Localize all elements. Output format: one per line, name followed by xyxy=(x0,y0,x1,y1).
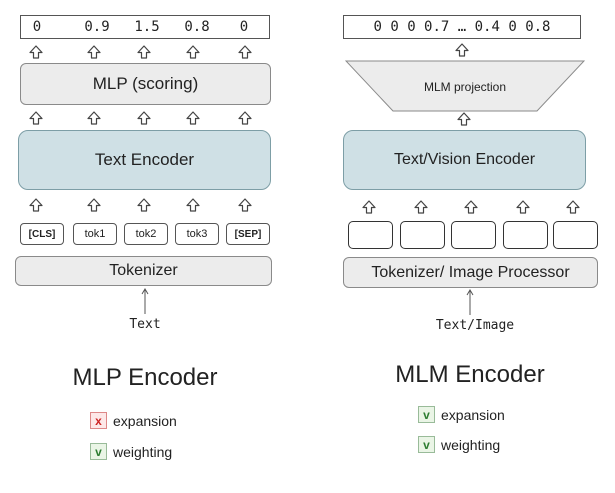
up-arrow-icon xyxy=(362,200,376,214)
up-arrow-icon xyxy=(29,45,43,59)
up-arrow-icon xyxy=(29,111,43,125)
up-arrow-icon xyxy=(87,198,101,212)
right-output-vector-text: 0 0 0 0.7 … 0.4 0 0.8 xyxy=(373,19,551,35)
empty-token-slot xyxy=(553,221,598,249)
left-output-value-1: 0 xyxy=(32,19,42,35)
up-arrow-icon xyxy=(186,111,200,125)
mlm-projection-label: MLM projection xyxy=(423,80,507,94)
up-arrow-icon xyxy=(186,198,200,212)
thin-up-arrow-icon xyxy=(466,289,474,315)
left-output-value-2: 0.9 xyxy=(84,19,110,35)
token-tok2: tok2 xyxy=(124,223,168,245)
tokenizer-block: Tokenizer xyxy=(15,256,272,286)
left-title: MLP Encoder xyxy=(72,364,218,391)
up-arrow-icon xyxy=(457,112,471,126)
legend-label: expansion xyxy=(441,406,505,423)
legend-label: weighting xyxy=(441,436,501,453)
up-arrow-icon xyxy=(464,200,478,214)
thin-up-arrow-icon xyxy=(141,288,149,314)
tokenizer-image-processor-block: Tokenizer/ Image Processor xyxy=(343,257,598,288)
up-arrow-icon xyxy=(137,198,151,212)
legend-label: weighting xyxy=(113,443,173,460)
cross-mark-icon: x xyxy=(90,412,107,429)
right-output-vector: 0 0 0 0.7 … 0.4 0 0.8 xyxy=(343,15,581,39)
up-arrow-icon xyxy=(87,111,101,125)
up-arrow-icon xyxy=(566,200,580,214)
right-legend-expansion: v expansion xyxy=(418,406,505,423)
left-output-value-4: 0.8 xyxy=(184,19,210,35)
mlp-scoring-block: MLP (scoring) xyxy=(20,63,271,105)
token-tok3: tok3 xyxy=(175,223,219,245)
empty-token-slot xyxy=(451,221,496,249)
up-arrow-icon xyxy=(238,198,252,212)
up-arrow-icon xyxy=(137,111,151,125)
right-input-label: Text/Image xyxy=(435,318,515,333)
tokenizer-image-processor-label: Tokenizer/ Image Processor xyxy=(371,263,570,281)
up-arrow-icon xyxy=(238,45,252,59)
left-output-value-3: 1.5 xyxy=(134,19,160,35)
up-arrow-icon xyxy=(238,111,252,125)
left-legend-weighting: v weighting xyxy=(90,443,172,460)
right-title: MLM Encoder xyxy=(395,361,545,388)
token-cls: [CLS] xyxy=(20,223,64,245)
left-input-label: Text xyxy=(129,317,161,332)
up-arrow-icon xyxy=(186,45,200,59)
empty-token-slot xyxy=(400,221,445,249)
token-tok1: tok1 xyxy=(73,223,117,245)
up-arrow-icon xyxy=(455,43,469,57)
empty-token-slot xyxy=(348,221,393,249)
left-output-scores: 0 0.9 1.5 0.8 0 xyxy=(20,15,270,39)
text-encoder-block: Text Encoder xyxy=(18,130,271,190)
left-output-value-5: 0 xyxy=(239,19,249,35)
tokenizer-label: Tokenizer xyxy=(109,262,178,279)
up-arrow-icon xyxy=(87,45,101,59)
up-arrow-icon xyxy=(137,45,151,59)
check-mark-icon: v xyxy=(418,406,435,423)
mlm-projection-trapezoid xyxy=(345,60,585,112)
up-arrow-icon xyxy=(29,198,43,212)
text-encoder-label: Text Encoder xyxy=(94,150,195,169)
text-vision-encoder-block: Text/Vision Encoder xyxy=(343,130,586,190)
up-arrow-icon xyxy=(414,200,428,214)
check-mark-icon: v xyxy=(90,443,107,460)
legend-label: expansion xyxy=(113,412,177,429)
right-legend-weighting: v weighting xyxy=(418,436,500,453)
up-arrow-icon xyxy=(516,200,530,214)
empty-token-slot xyxy=(503,221,548,249)
text-vision-encoder-label: Text/Vision Encoder xyxy=(393,151,536,168)
token-sep: [SEP] xyxy=(226,223,270,245)
mlp-scoring-label: MLP (scoring) xyxy=(92,74,199,93)
left-legend-expansion: x expansion xyxy=(90,412,177,429)
check-mark-icon: v xyxy=(418,436,435,453)
